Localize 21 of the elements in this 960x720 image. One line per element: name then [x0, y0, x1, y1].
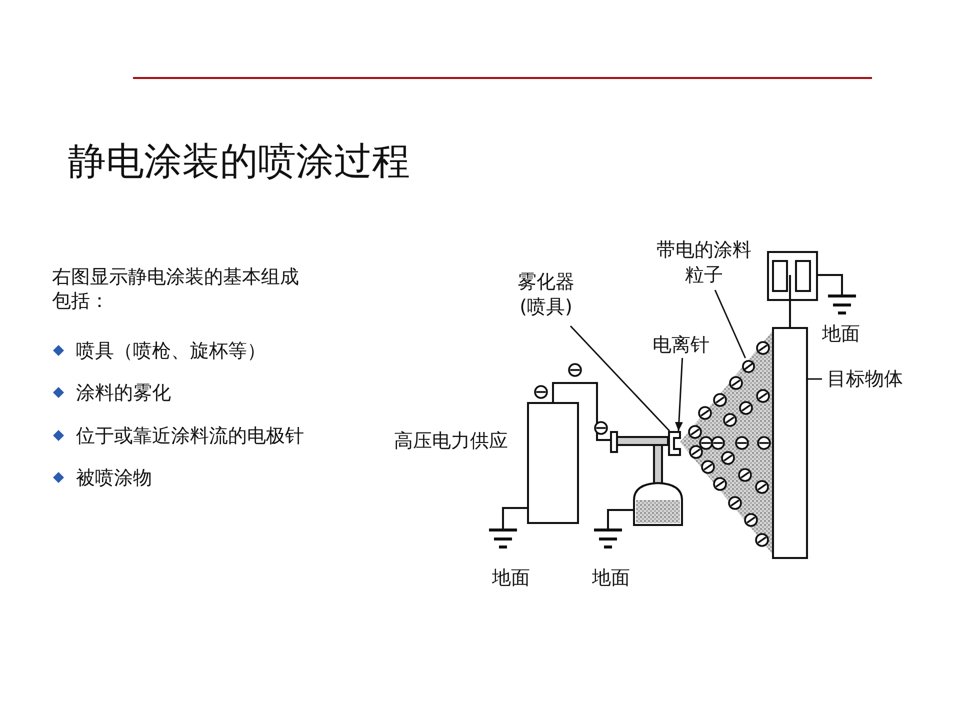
list-item: 喷具（喷枪、旋杯等） — [76, 339, 266, 363]
leader-line — [714, 290, 746, 358]
arrow — [674, 358, 684, 432]
callout-label: 目标物体 — [822, 366, 908, 392]
callout-label: 电离针 — [648, 332, 714, 358]
ground-label: 地面 — [492, 566, 530, 590]
list-item: 被喷涂物 — [76, 466, 152, 490]
callout-label: 带电的涂料粒子 — [652, 236, 756, 290]
leader-line — [570, 325, 670, 432]
charged-particle — [742, 358, 755, 371]
list-item: 涂料的雾化 — [76, 381, 171, 405]
nozzle-head — [668, 431, 681, 456]
target-object — [772, 327, 808, 559]
leader-line — [808, 378, 822, 380]
list-item: 位于或靠近涂料流的电极针 — [76, 424, 304, 448]
part-label: 高压电力供应 — [394, 429, 508, 453]
ground-label: 地面 — [822, 322, 860, 346]
ground-label: 地面 — [592, 566, 630, 590]
slide-title: 静电涂装的喷涂过程 — [68, 138, 410, 184]
intro-text: 右图显示静电涂装的基本组成包括： — [52, 265, 300, 313]
callout-label: 雾化器(喷具) — [506, 264, 586, 326]
